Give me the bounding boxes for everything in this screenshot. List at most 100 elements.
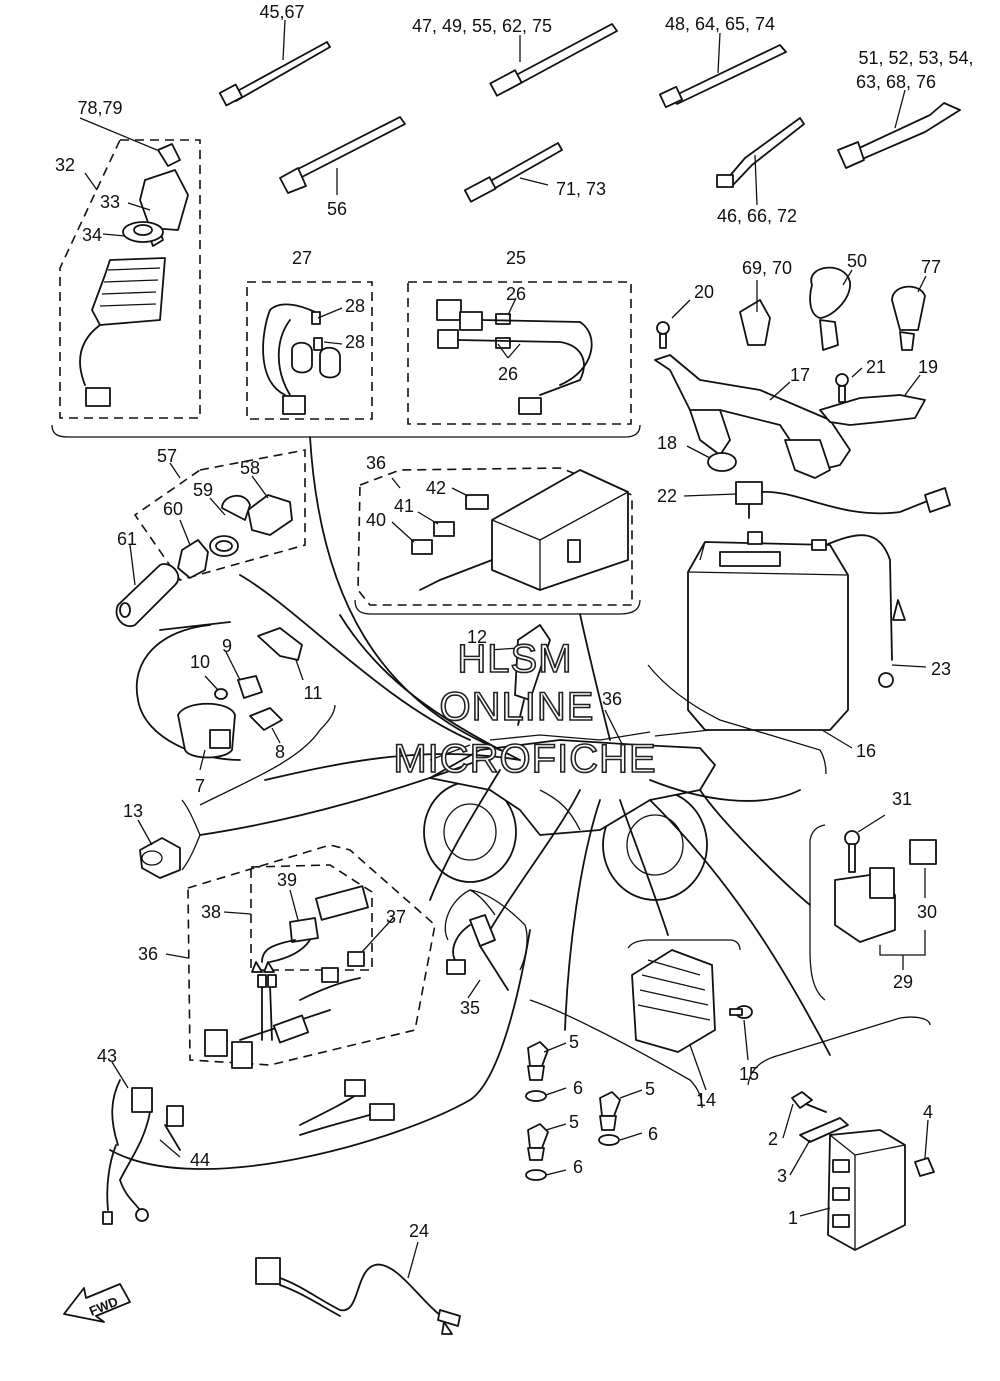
watermark-line-2: ONLINE [440, 685, 595, 729]
callout-18: 18 [657, 433, 677, 453]
fuse-box-group-36 [357, 467, 633, 606]
callout-57: 57 [157, 446, 177, 466]
callout-26b: 26 [498, 364, 518, 384]
callout-33: 33 [100, 192, 120, 212]
sensor-13 [137, 799, 201, 879]
callout-6b: 6 [648, 1124, 658, 1144]
negative-lead-23 [825, 534, 927, 688]
callout-56: 56 [327, 199, 347, 219]
callout-27: 27 [292, 248, 312, 268]
callout-labels: 45,67 47, 49, 55, 62, 75 48, 64, 65, 74 … [55, 2, 974, 1241]
callout-25: 25 [506, 248, 526, 268]
rectifier-14 [627, 939, 741, 1091]
callout-9: 9 [222, 636, 232, 656]
callout-58: 58 [240, 458, 260, 478]
callout-39: 39 [277, 870, 297, 890]
leader-36b [604, 709, 626, 751]
callout-35: 35 [460, 998, 480, 1018]
callout-36c: 36 [138, 944, 158, 964]
cable-tie-45-67 [218, 19, 331, 107]
watermark-line-1: HLSM [457, 637, 572, 681]
callout-78-79: 78,79 [77, 98, 122, 118]
callout-47-75: 47, 49, 55, 62, 75 [412, 16, 552, 36]
callout-77: 77 [921, 257, 941, 277]
grip-warmer-group-57 [115, 449, 306, 628]
callout-20: 20 [694, 282, 714, 302]
relay-group-7-11 [135, 621, 304, 771]
callout-45-67: 45,67 [259, 2, 304, 22]
callout-13: 13 [123, 801, 143, 821]
callout-42: 42 [426, 478, 446, 498]
callout-37: 37 [386, 907, 406, 927]
callout-28a: 28 [345, 296, 365, 316]
watermark-line-3: MICROFICHE [393, 737, 656, 781]
callout-6c: 6 [573, 1157, 583, 1177]
atv-outline [423, 729, 716, 901]
callout-23: 23 [931, 659, 951, 679]
callout-63-76: 63, 68, 76 [856, 72, 936, 92]
callout-38: 38 [201, 902, 221, 922]
sub-harness-group-27 [246, 281, 373, 420]
callout-4: 4 [923, 1102, 933, 1122]
callout-24: 24 [409, 1221, 429, 1241]
callout-69-70: 69, 70 [742, 258, 792, 278]
callout-36a: 36 [366, 453, 386, 473]
callout-5b: 5 [645, 1079, 655, 1099]
main-harness-loop [109, 436, 831, 1170]
callout-32: 32 [55, 155, 75, 175]
callout-36b: 36 [602, 689, 622, 709]
battery-cap-18 [686, 445, 737, 472]
callout-44: 44 [190, 1150, 210, 1170]
cdi-unit-1 [747, 1016, 935, 1251]
cable-tie-51-76 [837, 89, 961, 169]
callout-5c: 5 [569, 1112, 579, 1132]
callout-40: 40 [366, 510, 386, 530]
callout-19: 19 [918, 357, 938, 377]
callout-43: 43 [97, 1046, 117, 1066]
cable-tie-46-72 [716, 117, 805, 206]
bracket-17 [654, 299, 851, 479]
group-bracket-relay [199, 704, 336, 806]
group-bracket-14 [529, 999, 703, 1109]
harness-group-36-lower [165, 844, 436, 1069]
main-switch-group-32 [59, 117, 201, 419]
clamps-69-77 [739, 266, 927, 351]
bolt-15 [729, 1005, 753, 1061]
starter-relay-group-29 [809, 814, 937, 1001]
callout-10: 10 [190, 652, 210, 672]
callout-60: 60 [163, 499, 183, 519]
callout-46-72: 46, 66, 72 [717, 206, 797, 226]
callout-31: 31 [892, 789, 912, 809]
callout-29: 29 [893, 972, 913, 992]
callout-6a: 6 [573, 1078, 583, 1098]
fuse-holder-22 [683, 481, 951, 519]
sub-harness-43-44 [102, 1061, 395, 1225]
cable-tie-47-75 [489, 23, 618, 97]
callout-3: 3 [777, 1166, 787, 1186]
callout-61: 61 [117, 529, 137, 549]
forward-arrow-icon: FWD [63, 1283, 131, 1323]
callout-28b: 28 [345, 332, 365, 352]
bolts-washers-5-6 [525, 1041, 643, 1181]
lead-wire-24 [255, 1241, 461, 1335]
callout-2: 2 [768, 1129, 778, 1149]
callout-48-74: 48, 64, 65, 74 [665, 14, 775, 34]
callout-26a: 26 [506, 284, 526, 304]
sub-harness-group-25 [407, 281, 632, 425]
callout-8: 8 [275, 742, 285, 762]
callout-1: 1 [788, 1208, 798, 1228]
callout-14: 14 [696, 1090, 716, 1110]
switch-12 [489, 624, 551, 726]
sensor-35 [444, 889, 528, 999]
callout-11: 11 [304, 683, 323, 703]
callout-17: 17 [790, 365, 810, 385]
callout-59: 59 [193, 480, 213, 500]
callout-34: 34 [82, 225, 102, 245]
cable-tie-56 [279, 116, 406, 195]
callout-71-73: 71, 73 [556, 179, 606, 199]
callout-41: 41 [394, 496, 414, 516]
callout-5a: 5 [569, 1032, 579, 1052]
callout-15: 15 [739, 1064, 759, 1084]
group-bracket-right [647, 664, 827, 775]
